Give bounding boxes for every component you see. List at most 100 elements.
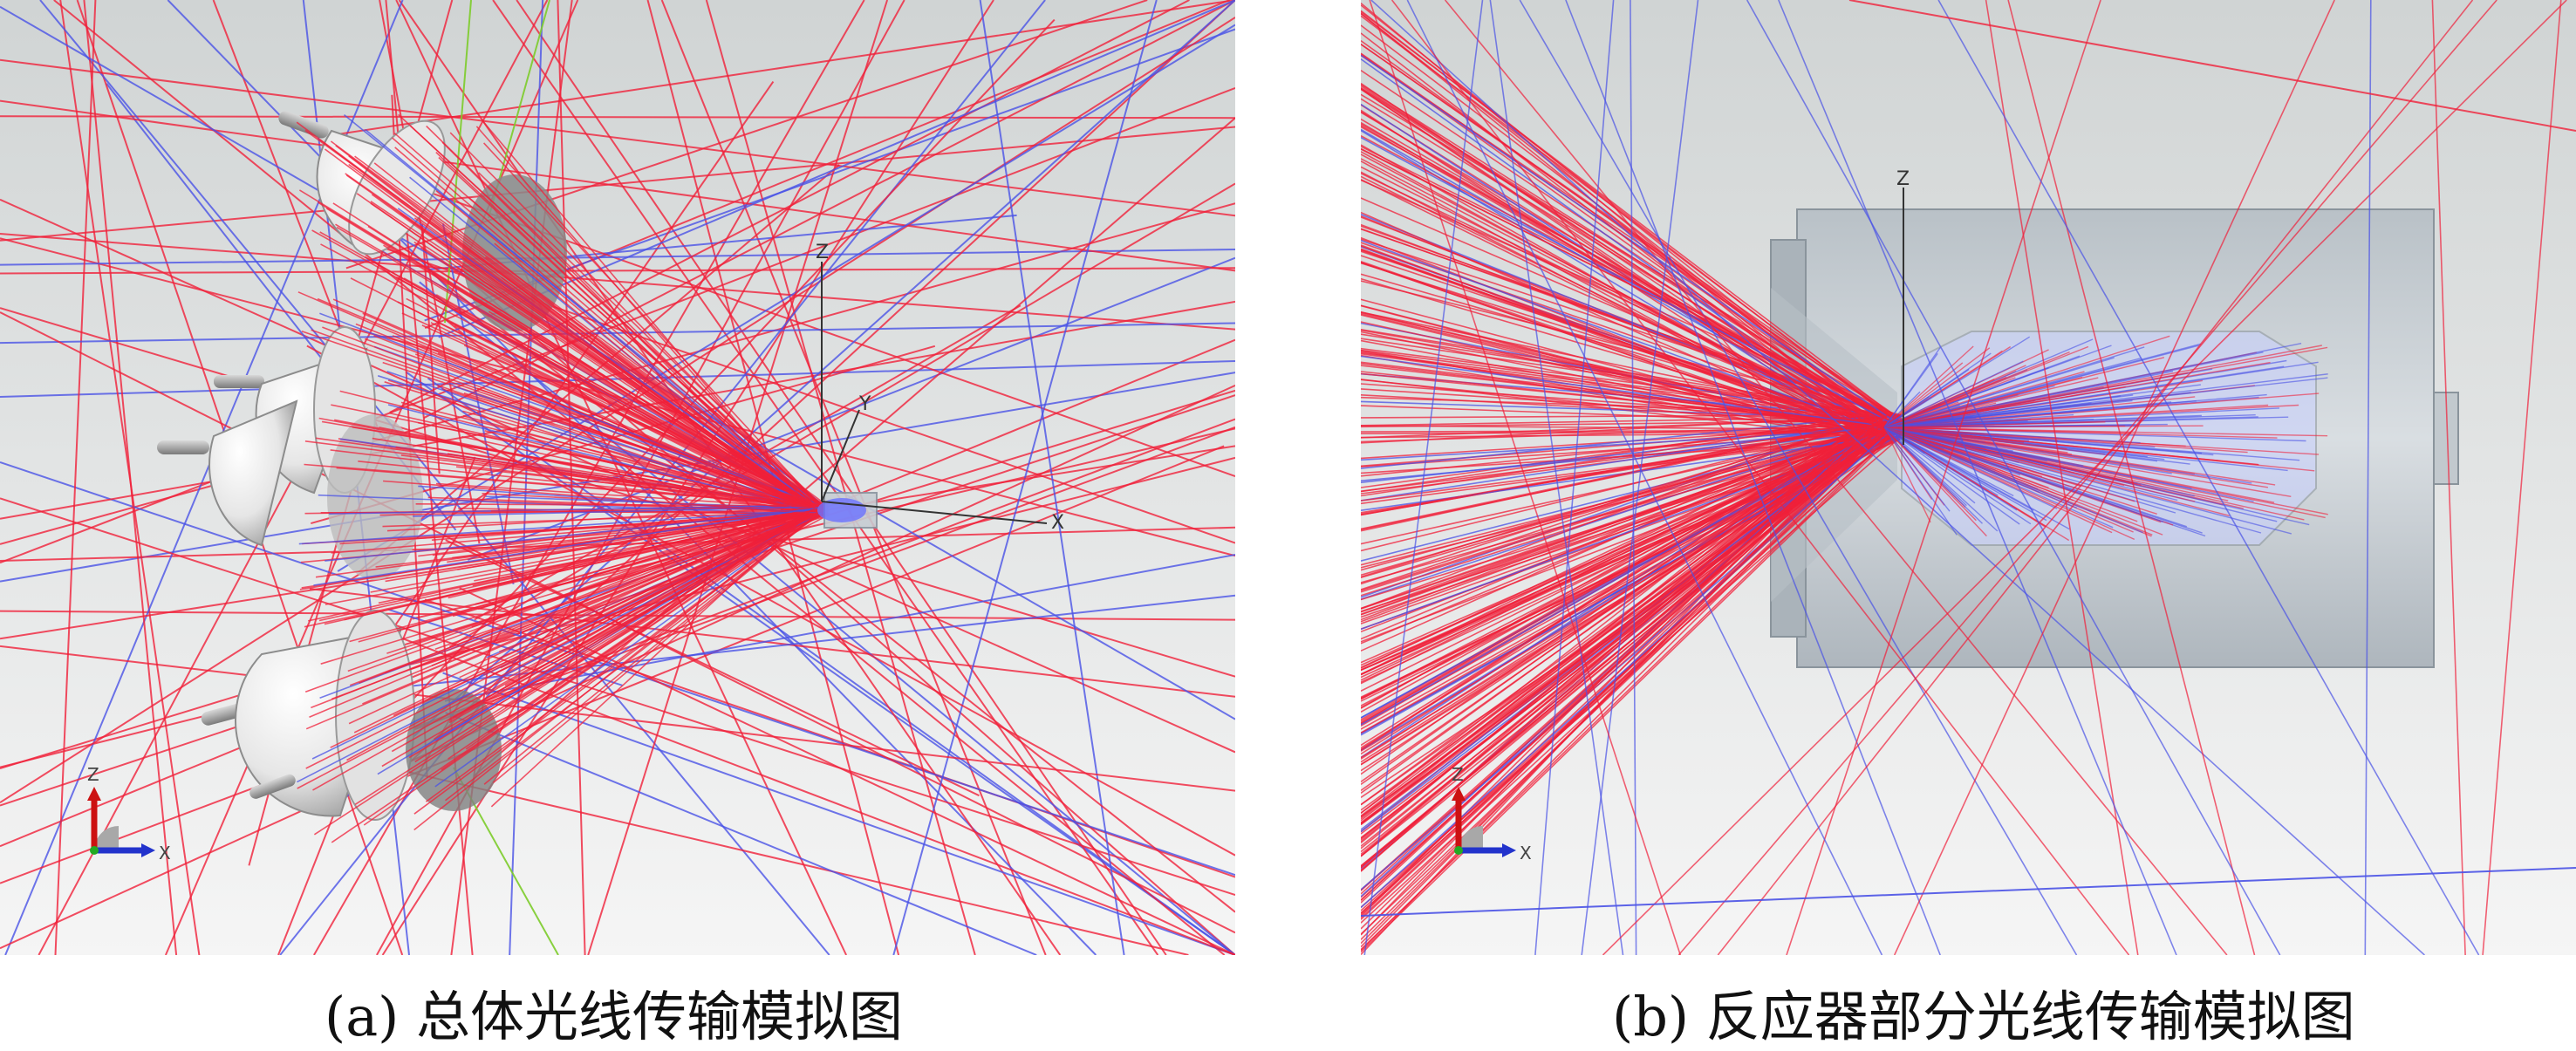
light-ray [431, 508, 818, 541]
light-ray [1361, 413, 1889, 895]
light-ray [343, 113, 829, 509]
light-ray [1361, 32, 1874, 429]
light-ray [362, 512, 815, 705]
light-ray [348, 506, 815, 725]
light-ray [492, 506, 826, 784]
triad-x-label: X [1520, 843, 1532, 863]
light-ray [435, 482, 820, 509]
overall-ray-trace-view: Z X Y Z X [0, 0, 1235, 955]
light-ray [1883, 368, 1970, 428]
light-ray [298, 508, 822, 545]
light-ray [1361, 146, 1901, 418]
light-ray [494, 368, 813, 513]
light-ray [1883, 343, 2302, 428]
z-axis-label: Z [816, 242, 829, 263]
light-ray [1883, 427, 2113, 534]
light-ray [444, 0, 472, 324]
coordinate-axes: Z [1896, 168, 1910, 445]
light-ray [1369, 0, 1682, 955]
light-ray [1361, 223, 1893, 423]
light-ray [500, 513, 825, 669]
x-axis-line [821, 501, 1048, 524]
light-ray [0, 86, 1235, 564]
light-ray [403, 277, 818, 507]
light-ray [1883, 347, 1941, 428]
light-ray [1361, 245, 1877, 431]
light-ray [1893, 0, 2335, 955]
light-ray [1361, 239, 1882, 432]
light-ray [1581, 0, 1699, 955]
light-ray [356, 445, 1225, 798]
light-ray [318, 201, 825, 511]
light-ray [1361, 432, 1886, 952]
light-ray [279, 0, 1046, 955]
light-ray [1361, 178, 1876, 436]
light-ray [1361, 415, 1874, 610]
light-ray [1361, 437, 1886, 759]
light-ray [370, 510, 813, 593]
light-ray [1883, 414, 2202, 428]
light-ray [1565, 0, 1941, 955]
light-ray [347, 504, 818, 672]
light-ray [1883, 427, 2269, 488]
light-ray [1361, 420, 1886, 502]
light-rays-focused [296, 113, 830, 843]
light-ray [490, 508, 816, 808]
light-ray [2482, 0, 2562, 955]
light-ray [1778, 0, 2177, 955]
light-ray [0, 445, 1235, 640]
light-ray [1361, 54, 1893, 415]
light-ray [434, 514, 822, 651]
light-ray [1361, 53, 1879, 423]
light-ray [0, 384, 1235, 950]
light-ray [2364, 0, 2372, 955]
light-ray [400, 401, 818, 508]
light-ray [1602, 0, 2567, 955]
light-ray [1883, 335, 2170, 428]
light-ray [397, 208, 820, 509]
light-ray [1361, 414, 1886, 709]
light-ray [1883, 427, 2114, 529]
light-ray [413, 241, 817, 508]
light-ray [383, 480, 817, 515]
light-ray [1883, 425, 2126, 428]
light-ray [0, 645, 1235, 792]
light-ray [1883, 427, 2082, 488]
light-ray [1361, 10, 1896, 418]
light-ray [1883, 427, 2196, 502]
light-ray [339, 390, 828, 512]
light-ray [365, 128, 829, 515]
light-ray [367, 225, 826, 516]
light-ray [1361, 427, 1869, 675]
light-ray [1534, 0, 1615, 955]
light-ray [1361, 427, 1876, 600]
light-ray [1361, 428, 1889, 871]
light-ray [1361, 437, 1881, 916]
light-ray [1883, 360, 2024, 428]
light-ray [313, 507, 819, 586]
light-ray [1361, 416, 1881, 497]
light-ray [1677, 0, 2497, 955]
light-ray [358, 461, 817, 509]
light-ray [1361, 136, 1893, 425]
light-ray [448, 182, 1235, 648]
light-ray [1883, 347, 1991, 428]
light-ray [2431, 0, 2466, 955]
light-ray [366, 0, 1235, 802]
light-ray [1361, 434, 1889, 857]
light-ray [1361, 427, 1896, 909]
light-ray [384, 381, 814, 515]
light-ray [1361, 111, 1891, 440]
light-ray [1883, 427, 2067, 450]
light-ray [401, 505, 817, 631]
light-ray [1361, 151, 1880, 435]
light-ray [1361, 420, 1871, 530]
light-ray [1883, 427, 1976, 504]
light-ray [1883, 372, 2189, 428]
light-ray [430, 322, 824, 515]
light-ray [384, 514, 824, 674]
view-orientation-triad: Z X [1452, 764, 1532, 863]
light-ray [0, 115, 1235, 119]
light-ray [1361, 419, 1902, 515]
light-ray [1883, 384, 2201, 428]
